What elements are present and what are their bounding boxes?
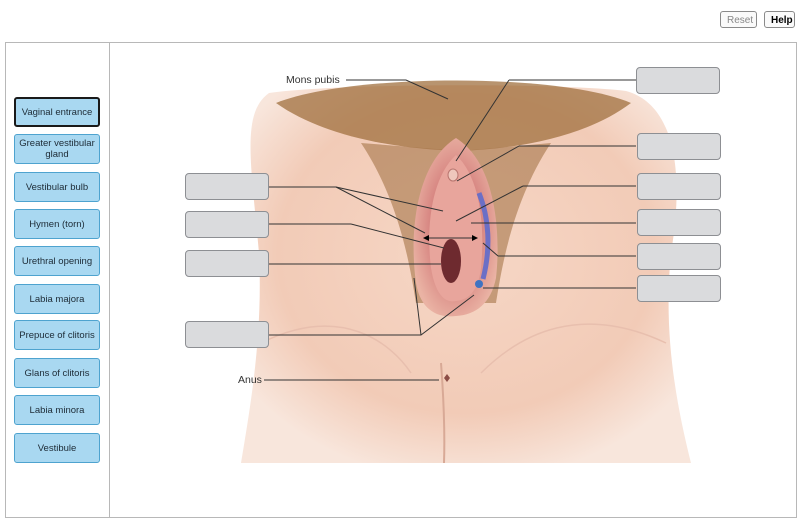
label-chip[interactable]: Vaginal entrance — [14, 97, 100, 127]
drop-target-right-2[interactable] — [637, 133, 721, 160]
drop-target-left-4[interactable] — [185, 321, 269, 348]
anatomy-illustration — [241, 79, 691, 464]
drop-target-right-6[interactable] — [637, 275, 721, 302]
label-chip[interactable]: Vestibule — [14, 433, 100, 463]
label-chip[interactable]: Greater vestibular gland — [14, 134, 100, 164]
label-chip[interactable]: Labia minora — [14, 395, 100, 425]
anus-label: Anus — [238, 374, 262, 386]
help-button[interactable]: Help — [764, 11, 795, 28]
drop-target-right-3[interactable] — [637, 173, 721, 200]
label-chip[interactable]: Prepuce of clitoris — [14, 320, 100, 350]
reset-button[interactable]: Reset — [720, 11, 757, 28]
activity-frame: Vaginal entrance Greater vestibular glan… — [5, 42, 797, 518]
drop-target-left-1[interactable] — [185, 173, 269, 200]
drop-target-left-2[interactable] — [185, 211, 269, 238]
drop-target-right-1[interactable] — [636, 67, 720, 94]
label-bank: Vaginal entrance Greater vestibular glan… — [6, 43, 110, 517]
label-chip[interactable]: Glans of clitoris — [14, 358, 100, 388]
drop-target-right-4[interactable] — [637, 209, 721, 236]
label-chip[interactable]: Vestibular bulb — [14, 172, 100, 202]
label-chip[interactable]: Hymen (torn) — [14, 209, 100, 239]
drop-target-right-5[interactable] — [637, 243, 721, 270]
diagram-area: Mons pubis Anus — [111, 43, 796, 517]
drop-target-left-3[interactable] — [185, 250, 269, 277]
mons-pubis-label: Mons pubis — [286, 74, 340, 86]
label-chip[interactable]: Labia majora — [14, 284, 100, 314]
label-chip[interactable]: Urethral opening — [14, 246, 100, 276]
